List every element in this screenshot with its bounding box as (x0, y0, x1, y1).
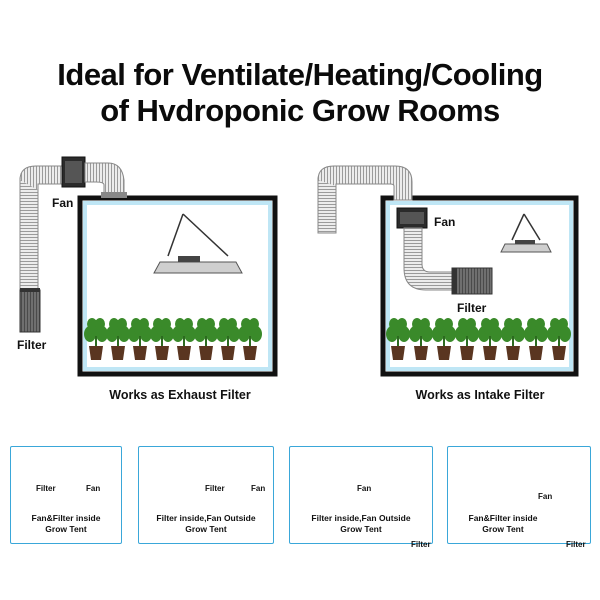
intake-tent-glow (386, 201, 573, 371)
setup-2-filter-label: Filter (205, 484, 225, 493)
intake-grow-lamp (500, 243, 552, 253)
setup-3-filter-label: Filter (411, 540, 431, 549)
setup-2-caption-2: Grow Tent (185, 524, 227, 534)
potted-plant (194, 318, 218, 360)
setup-card-2: Filter inside,Fan Outside Grow Tent (138, 446, 274, 544)
potted-plant (238, 318, 262, 360)
potted-plant (128, 318, 152, 360)
intake-plant-row (386, 318, 571, 360)
exhaust-caption: Works as Exhaust Filter (109, 388, 251, 402)
potted-plant (106, 318, 130, 360)
headline-line-1: Ideal for Ventilate/Heating/Cooling (57, 57, 543, 92)
setup-4-filter-label: Filter (566, 540, 586, 549)
potted-plant (455, 318, 479, 360)
exhaust-grow-lamp (153, 261, 243, 274)
setup-2-fan-label: Fan (251, 484, 266, 493)
exhaust-tent-diagram (19, 156, 278, 377)
exhaust-duct-to-tent (84, 162, 125, 194)
exhaust-duct-collar (101, 192, 127, 198)
setup-4-caption-2: Grow Tent (482, 524, 524, 534)
potted-plant (478, 318, 502, 360)
exhaust-duct-vertical (19, 177, 39, 291)
potted-plant (216, 318, 240, 360)
exhaust-filter-label: Filter (17, 338, 47, 352)
setup-1-filter-label: Filter (36, 484, 56, 493)
potted-plant (409, 318, 433, 360)
exhaust-plant-row (84, 318, 262, 360)
intake-duct-vertical (317, 177, 337, 234)
potted-plant (84, 318, 108, 360)
intake-filter-label: Filter (457, 301, 487, 315)
intake-duct-inside (403, 227, 453, 291)
setup-2-caption-1: Filter inside,Fan Outside (156, 513, 256, 523)
setup-4-caption-1: Fan&Filter inside (468, 513, 538, 523)
exhaust-tent-frame (77, 195, 278, 377)
potted-plant (172, 318, 196, 360)
potted-plant (432, 318, 456, 360)
exhaust-fan-label: Fan (52, 196, 74, 210)
headline-line-2: of Hvdroponic Grow Rooms (100, 93, 500, 128)
setup-3-caption-2: Grow Tent (340, 524, 382, 534)
potted-plant (386, 318, 410, 360)
potted-plant (501, 318, 525, 360)
potted-plant (547, 318, 571, 360)
setup-3-fan-label: Fan (357, 484, 372, 493)
intake-duct-top (317, 165, 413, 201)
setup-card-3: Filter inside,Fan Outside Grow Tent (289, 446, 433, 544)
setup-1-caption-2: Grow Tent (45, 524, 87, 534)
exhaust-carbon-filter (19, 289, 41, 333)
setup-card-1: Fan&Filter inside Grow Tent (10, 446, 122, 544)
setup-1-caption-1: Fan&Filter inside (31, 513, 101, 523)
potted-plant (150, 318, 174, 360)
setup-card-4: Fan&Filter inside Grow Tent (447, 446, 591, 544)
exhaust-tent-glow (83, 201, 272, 371)
intake-fan-label: Fan (434, 215, 456, 229)
setup-1-fan-label: Fan (86, 484, 101, 493)
intake-carbon-filter (451, 267, 493, 295)
exhaust-fan-grill (65, 161, 82, 183)
intake-tent-frame (380, 195, 579, 377)
setup-4-fan-label: Fan (538, 492, 553, 501)
potted-plant (524, 318, 548, 360)
intake-tent-diagram (317, 165, 579, 377)
intake-caption: Works as Intake Filter (415, 388, 545, 402)
setup-3-caption-1: Filter inside,Fan Outside (311, 513, 411, 523)
